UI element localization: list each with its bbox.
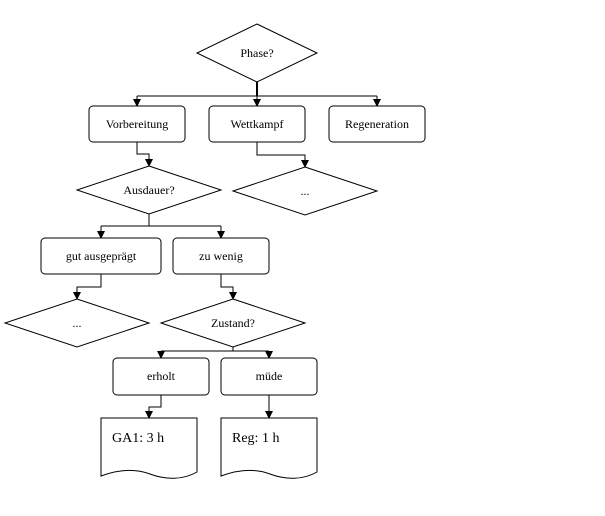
process-erholt: erholt <box>112 357 210 396</box>
process-gut-ausgepraegt: gut ausgeprägt <box>40 237 162 275</box>
decision-ausdauer: Ausdauer? <box>75 165 223 215</box>
document-ga1-label: GA1: 3 h <box>112 431 164 446</box>
edge-gut-to-next <box>73 274 102 300</box>
decision-phase: Phase? <box>195 23 319 83</box>
decision-zustand-label: Zustand? <box>211 316 255 330</box>
connectors <box>73 82 381 419</box>
process-gut-ausgepraegt-label: gut ausgeprägt <box>66 249 137 263</box>
process-zu-wenig-label: zu wenig <box>199 249 243 263</box>
document-reg: Reg: 1 h <box>220 417 318 479</box>
edge-zuwenig-to-zustand <box>220 274 237 300</box>
document-reg-label: Reg: 1 h <box>232 431 279 446</box>
process-muede-label: müde <box>256 369 283 383</box>
process-regeneration-label: Regeneration <box>345 117 409 131</box>
edge-vorbereitung-to-ausdauer <box>136 142 153 167</box>
process-wettkampf: Wettkampf <box>208 105 306 143</box>
process-muede: müde <box>220 357 318 396</box>
process-vorbereitung-label: Vorbereitung <box>106 117 168 131</box>
process-regeneration: Regeneration <box>328 105 426 143</box>
decision-gut-next-label: ... <box>73 316 82 330</box>
decision-zustand: Zustand? <box>159 298 307 348</box>
decision-phase-label: Phase? <box>240 46 273 60</box>
document-ga1: GA1: 3 h <box>100 417 198 479</box>
decision-wettkampf-next: ... <box>231 166 379 216</box>
decision-wettkampf-next-label: ... <box>301 184 310 198</box>
decision-gut-next: ... <box>3 298 151 348</box>
edge-wettkampf-to-next <box>256 142 309 168</box>
decision-ausdauer-label: Ausdauer? <box>123 183 174 197</box>
edge-erholt-to-ga1 <box>145 395 162 419</box>
process-vorbereitung: Vorbereitung <box>88 105 186 143</box>
process-zu-wenig: zu wenig <box>172 237 270 275</box>
process-erholt-label: erholt <box>147 369 176 383</box>
process-wettkampf-label: Wettkampf <box>230 117 283 131</box>
